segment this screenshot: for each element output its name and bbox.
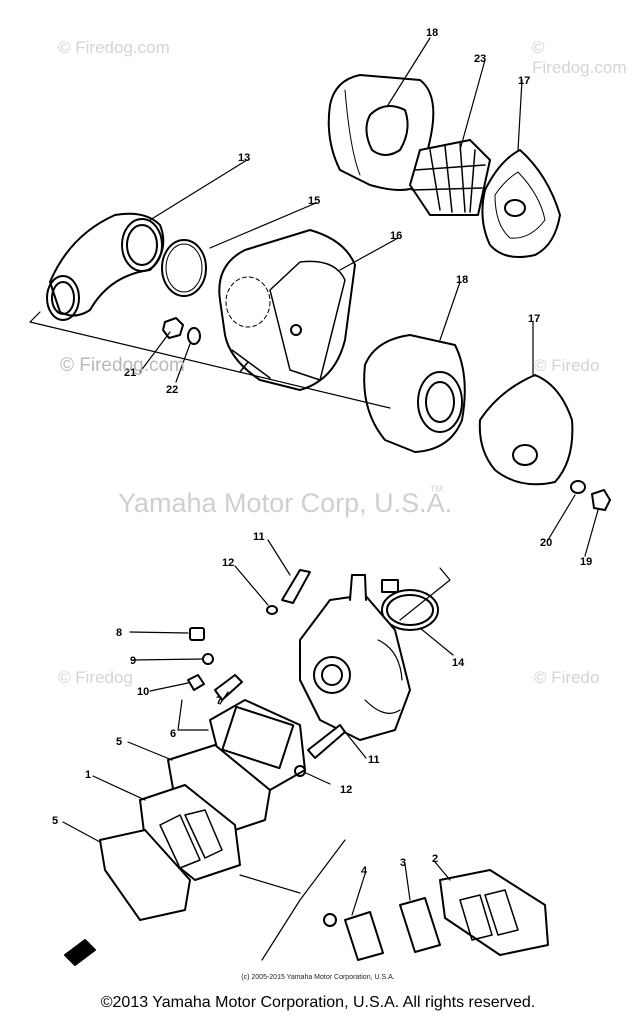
watermark-right-lower: © Firedo	[534, 668, 600, 687]
reed-petal	[344, 911, 384, 961]
needle-7	[214, 674, 243, 701]
copyright-main: ©2013 Yamaha Motor Corporation, U.S.A. A…	[100, 994, 536, 1011]
callout-14: 14	[452, 657, 465, 669]
watermark-left-lower: © Firedog	[58, 668, 133, 687]
callout-16: 16	[390, 230, 402, 242]
callout-13: 13	[238, 152, 250, 164]
washer-9	[202, 653, 214, 665]
callout-3: 3	[400, 857, 406, 869]
cap-8	[189, 627, 205, 641]
air-box-case	[218, 229, 356, 391]
callout-22: 22	[166, 384, 178, 396]
callout-6: 6	[170, 728, 176, 740]
watermark-top-right: © Firedog.com	[532, 38, 627, 77]
air-filter-element-lower	[363, 334, 466, 453]
reed-stopper-3	[399, 897, 441, 953]
callout-23: 23	[474, 53, 486, 65]
hose-clamp	[381, 579, 439, 631]
jet-10	[187, 674, 205, 691]
watermark-tm: TM	[430, 484, 443, 494]
callout-5-upper: 5	[116, 736, 122, 748]
washer-12-upper	[266, 605, 278, 615]
watermark-right-mid: © Firedo	[534, 356, 600, 375]
callout-19: 19	[580, 556, 592, 568]
callout-11-lower: 11	[368, 754, 380, 766]
callout-10: 10	[137, 686, 149, 698]
intake-boot	[46, 212, 165, 321]
callout-17-lower: 17	[528, 313, 540, 325]
callout-8: 8	[116, 627, 122, 639]
watermark-center-site: © Firedog.com	[60, 355, 185, 376]
copyright-small: (c) 2005-2015 Yamaha Motor Corporation, …	[241, 974, 395, 981]
filter-cage	[409, 139, 491, 216]
callout-1: 1	[85, 769, 91, 781]
carburetor	[299, 574, 411, 741]
callout-4: 4	[361, 865, 368, 877]
callout-11-upper: 11	[253, 531, 265, 543]
callout-20: 20	[540, 537, 552, 549]
callout-5-lower: 5	[52, 815, 58, 827]
screw-11-lower	[307, 724, 346, 759]
fragment	[64, 939, 96, 966]
nut-and-washer	[162, 317, 201, 345]
callout-21: 21	[124, 367, 136, 379]
callout-18-lower: 18	[456, 274, 468, 286]
callout-9: 9	[130, 655, 136, 667]
reed-valve-body-2	[439, 869, 549, 956]
gasket-lower	[99, 829, 191, 921]
filter-cover-lower	[478, 374, 574, 486]
callout-17-upper: 17	[518, 75, 530, 87]
watermark-brand: Yamaha Motor Corp, U.S.A.	[118, 488, 453, 518]
screw-11-upper	[281, 569, 311, 604]
washer-12-lower	[294, 765, 306, 777]
o-ring	[161, 239, 207, 297]
screw-4	[323, 913, 337, 927]
callout-18-upper: 18	[426, 27, 438, 39]
callout-12-upper: 12	[222, 557, 234, 569]
callout-7: 7	[216, 695, 222, 707]
callout-15: 15	[308, 195, 320, 207]
watermark-top-left: © Firedog.com	[58, 38, 170, 57]
washer-20	[570, 480, 586, 494]
filter-cover-upper	[481, 149, 561, 258]
callout-12-lower: 12	[340, 784, 352, 796]
bolt-19	[591, 489, 611, 511]
callout-2: 2	[432, 853, 438, 865]
